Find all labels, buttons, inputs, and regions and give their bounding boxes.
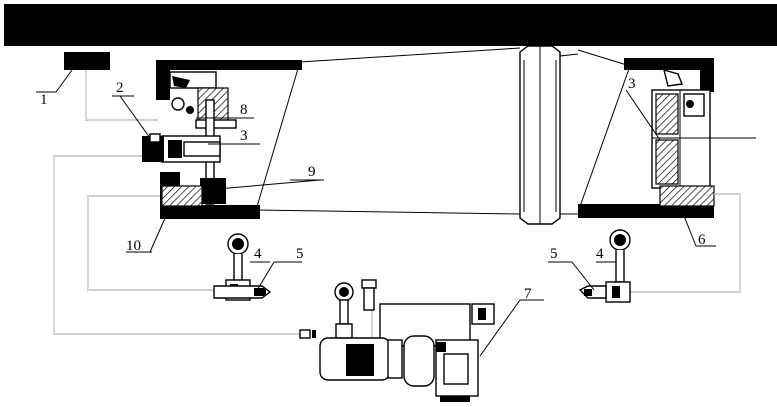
oil-reservoir bbox=[64, 52, 110, 70]
right-seal-assembly bbox=[578, 58, 756, 218]
pump-unit bbox=[319, 279, 495, 402]
top-frame-band bbox=[4, 4, 777, 46]
left-seal-assembly bbox=[142, 60, 302, 219]
oil-pipe-network bbox=[53, 70, 741, 338]
label-1: 1 bbox=[40, 92, 48, 108]
label-9: 9 bbox=[308, 164, 316, 180]
label-7: 7 bbox=[524, 286, 532, 302]
label-5-left: 5 bbox=[296, 246, 304, 262]
label-2: 2 bbox=[116, 80, 124, 96]
label-3-left: 3 bbox=[240, 128, 248, 144]
label-5-right: 5 bbox=[550, 246, 558, 262]
left-valve bbox=[213, 285, 272, 299]
right-valve bbox=[578, 285, 607, 299]
leader-lines bbox=[36, 69, 716, 357]
label-10: 10 bbox=[126, 238, 141, 254]
label-4-right: 4 bbox=[596, 246, 604, 262]
kiln-shell bbox=[255, 45, 631, 225]
label-6: 6 bbox=[698, 232, 706, 248]
label-4-left: 4 bbox=[254, 246, 262, 262]
pipe-end-connector bbox=[299, 329, 316, 339]
label-8: 8 bbox=[240, 102, 248, 118]
label-3-right: 3 bbox=[628, 76, 636, 92]
right-pressure-gauge bbox=[605, 229, 631, 303]
